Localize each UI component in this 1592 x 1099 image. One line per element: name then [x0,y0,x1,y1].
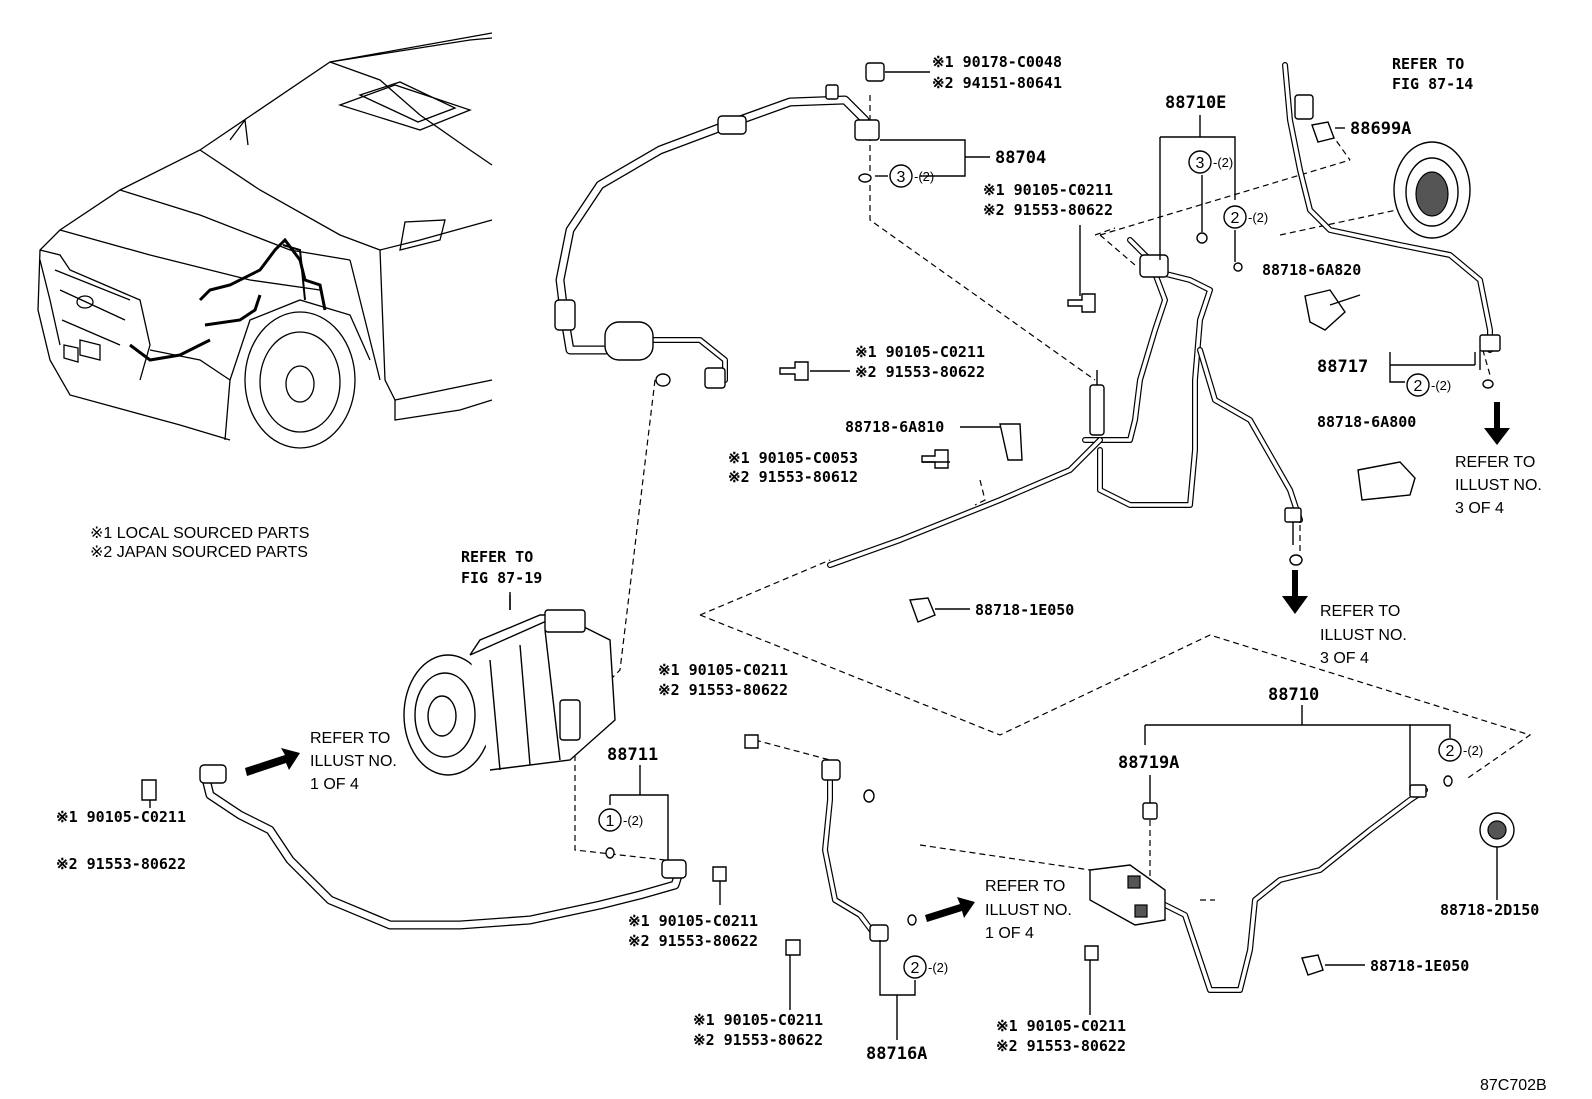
part-88718-6A810: 88718-6A810 [845,418,944,436]
qty: -(2) [623,813,643,828]
qty: -(2) [914,169,934,184]
refer-fig-87-19: REFER TO [461,548,533,566]
part-88718-2D150: 88718-2D150 [1440,901,1539,919]
circle-3: 3 [1196,155,1205,172]
pipe-88704 [554,95,880,389]
callout-line: ※1 90105-C0211 [693,1011,823,1029]
refer-illust-1: 1 OF 4 [310,776,359,793]
callout-line: ※1 90105-C0211 [996,1017,1126,1035]
qty: -(2) [1463,743,1483,758]
refer-fig-87-19: FIG 87-19 [461,569,542,587]
refer-illust-1: ILLUST NO. [310,753,397,770]
circle-2: 2 [1231,210,1240,227]
pipe-88711 [199,764,687,930]
callout-line: ※2 91553-80622 [983,201,1113,219]
part-88718-1E050: 88718-1E050 [1370,957,1469,975]
callout-line: ※2 91553-80622 [855,363,985,381]
circle-2: 2 [911,960,920,977]
refer-illust-3: ILLUST NO. [1320,627,1407,644]
pipe-88710E [827,237,1303,568]
part-88704: 88704 [995,148,1046,168]
legend-japan: ※2 JAPAN SOURCED PARTS [90,544,308,561]
small-parts [141,62,1515,976]
callout-line: ※1 90105-C0211 [56,808,186,826]
refer-fig-87-14: REFER TO [1392,55,1464,73]
refer-illust-1: 1 OF 4 [985,925,1034,942]
callout-line: ※2 94151-80641 [932,74,1062,92]
refer-illust-1: ILLUST NO. [985,902,1072,919]
dashed-guides [574,95,1532,901]
part-88718-6A800: 88718-6A800 [1317,413,1416,431]
refer-illust-1: REFER TO [985,878,1065,895]
part-88710E: 88710E [1165,93,1226,113]
qty: -(2) [928,960,948,975]
part-88699A: 88699A [1350,119,1411,139]
leader-lines [149,71,1498,1040]
refer-illust-3: 3 OF 4 [1320,650,1369,667]
callout-labels: ※1 90178-C0048 ※2 94151-80641 ※1 90105-C… [56,53,1126,1055]
arrow-down-icon [1484,402,1510,445]
circle-1: 1 [606,813,615,830]
callout-line: ※1 90105-C0211 [658,661,788,679]
refer-illust-3: ILLUST NO. [1455,477,1542,494]
refer-illust-3: 3 OF 4 [1455,500,1504,517]
legend-local: ※1 LOCAL SOURCED PARTS [90,525,309,542]
compressor [403,592,616,776]
callout-line: ※2 91553-80622 [996,1037,1126,1055]
callout-line: ※2 91553-80612 [728,468,858,486]
arrow-down-icon [1282,570,1308,614]
qty: -(2) [1213,155,1233,170]
grommet-icon [1393,141,1471,239]
refer-illust-3: REFER TO [1455,454,1535,471]
arrow-right-icon [925,897,975,922]
pipe-88717 [1282,62,1501,370]
bracket-icon [999,423,1023,461]
arrows [245,402,1510,922]
part-88717: 88717 [1317,357,1368,377]
refer-illust-3: REFER TO [1320,603,1400,620]
vehicle-illustration [37,32,493,449]
pipe-88710 [1089,784,1428,993]
arrow-right-icon [245,748,300,776]
callout-line: ※1 90105-C0211 [855,343,985,361]
part-88710: 88710 [1268,685,1319,705]
circle-3: 3 [897,169,906,186]
part-88718-6A820: 88718-6A820 [1262,261,1361,279]
callout-line: ※1 90105-C0211 [628,912,758,930]
refer-illust-1: REFER TO [310,730,390,747]
valve-cap-icon [1311,121,1335,143]
clamp-icon [1304,289,1346,331]
valve-icon [825,84,839,100]
part-88716A: 88716A [866,1044,927,1064]
part-88711: 88711 [607,745,658,765]
refer-fig-87-14: FIG 87-14 [1392,75,1473,93]
refer-notes: REFER TO FIG 87-14 REFER TO FIG 87-19 RE… [310,55,1542,942]
part-88718-1E050: 88718-1E050 [975,601,1074,619]
pipe-88716A [821,759,889,942]
circle-2: 2 [1414,378,1423,395]
clamp-icon [1357,461,1416,501]
qty: -(2) [1431,378,1451,393]
callout-line: ※2 91553-80622 [693,1031,823,1049]
part-88719A: 88719A [1118,753,1179,773]
nut-icon [865,62,885,82]
callout-line: ※2 91553-80622 [658,681,788,699]
circle-2: 2 [1446,743,1455,760]
callout-line: ※1 90105-C0053 [728,449,858,467]
switch-icon [1479,812,1515,848]
bolt-icon [779,361,809,381]
callout-line: ※1 90105-C0211 [983,181,1113,199]
qty: -(2) [1248,210,1268,225]
callout-line: ※1 90178-C0048 [932,53,1062,71]
callout-line: ※2 91553-80622 [628,932,758,950]
circled-numbers: 3 -(2) 3 -(2) 2 -(2) 2 -(2) 2 -(2) 1 -(2… [598,150,1483,979]
callout-line: ※2 91553-80622 [56,855,186,873]
diagram-code: 87C702B [1480,1077,1547,1094]
part-labels: 88704 88710E 88699A 88717 88718-6A820 88… [607,93,1539,1064]
muffler [604,321,654,361]
